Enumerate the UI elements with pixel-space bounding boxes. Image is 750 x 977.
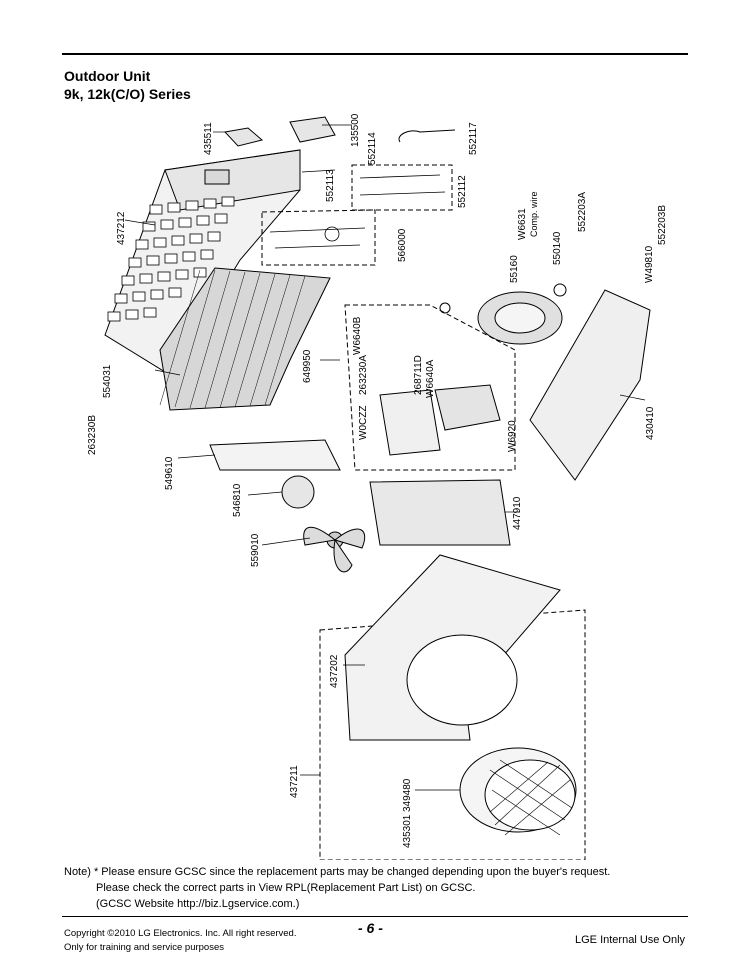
part-label: W6640B <box>352 316 363 355</box>
compressor-drawing <box>439 283 567 345</box>
part-label: W6640A <box>425 359 436 398</box>
purpose-text: Only for training and service purposes <box>64 942 224 953</box>
motor-mount-549610 <box>209 439 341 471</box>
part-label: 566000 <box>397 228 408 262</box>
part-label: 554031 <box>102 364 113 398</box>
pcb-assy <box>379 389 441 456</box>
bracket-135500 <box>289 116 336 143</box>
pipe-552117 <box>398 129 456 143</box>
part-label: 546810 <box>232 483 243 517</box>
part-label: 552113 <box>325 169 336 202</box>
part-label: 552117 <box>468 122 479 155</box>
part-label: 552114 <box>367 132 378 165</box>
top-rule <box>62 53 688 55</box>
part-label: 135500 <box>350 113 361 147</box>
dashed-box-pipe-assy <box>261 209 376 266</box>
part-label: 435511 <box>203 122 214 155</box>
fan-559010 <box>303 527 366 573</box>
cabinet-top-drawing <box>104 149 301 376</box>
part-label: Comp. wire <box>529 191 539 237</box>
part-label: 435301 <box>402 814 413 848</box>
page-number: - 6 - <box>358 920 383 936</box>
section-subtitle: 9k, 12k(C/O) Series <box>64 86 191 102</box>
dashed-box-control-box <box>344 304 516 471</box>
barrier-447910 <box>369 479 511 546</box>
part-label: W49810 <box>644 245 655 283</box>
exploded-view-diagram: 435511 135500 552114 552117 552113 55211… <box>87 113 668 860</box>
terminal-block <box>434 384 501 431</box>
fan-grille-435301 <box>459 747 577 836</box>
condenser-coil-drawing <box>159 267 331 411</box>
copyright-text: Copyright ©2010 LG Electronics. Inc. All… <box>64 928 297 939</box>
part-label: W6920 <box>507 420 518 452</box>
part-label: 437211 <box>289 765 300 798</box>
part-label: 349480 <box>402 778 413 812</box>
part-label: 447910 <box>512 496 523 530</box>
part-label: 550140 <box>552 231 563 265</box>
part-label: 552112 <box>457 175 468 208</box>
part-label: 649950 <box>302 349 313 383</box>
internal-use-text: LGE Internal Use Only <box>575 934 686 946</box>
bracket-435511 <box>224 127 264 147</box>
part-label: 263230A <box>358 355 369 395</box>
part-label: 437202 <box>329 654 340 688</box>
part-label: W6631 <box>517 208 528 240</box>
note-line: Note) * Please ensure GCSC since the rep… <box>64 866 611 878</box>
part-label: 549610 <box>164 456 175 490</box>
dashed-box-valve-assy <box>351 164 453 211</box>
part-label: W0CZZ <box>358 406 369 440</box>
bottom-rule <box>62 916 688 917</box>
base-pan-430410 <box>529 289 651 481</box>
section-title: Outdoor Unit <box>64 68 151 84</box>
note-line: (GCSC Website http://biz.Lgservice.com.) <box>96 898 300 910</box>
note-line: Please check the correct parts in View R… <box>96 882 476 894</box>
part-label: 55160 <box>509 255 520 283</box>
part-label: 430410 <box>645 406 656 440</box>
motor-546810 <box>281 475 315 509</box>
part-label: 437212 <box>116 211 127 245</box>
part-label: 552203B <box>657 205 668 245</box>
part-label: 552203A <box>577 192 588 232</box>
front-panel-437202 <box>344 554 561 741</box>
part-label: 263230B <box>87 415 98 455</box>
part-label: 559010 <box>250 533 261 567</box>
part-label: 268711D <box>413 355 424 395</box>
